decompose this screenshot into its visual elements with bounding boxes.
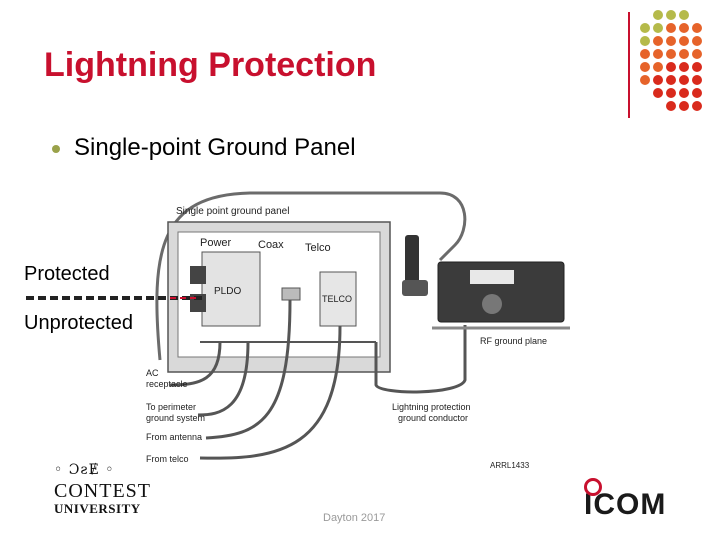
telco-from-label: From telco — [146, 454, 189, 464]
cu-logo-mark: ◦ ƆƨɆ ◦ — [54, 462, 115, 478]
panel-title-label: Single point ground panel — [176, 206, 289, 217]
decorative-dot — [666, 36, 676, 46]
decorative-dot — [653, 36, 663, 46]
power-label: Power — [200, 237, 232, 249]
decorative-dot — [679, 101, 689, 111]
unprotected-label: Unprotected — [24, 312, 133, 334]
coax-label: Coax — [258, 239, 284, 251]
lightning-label-2: ground conductor — [398, 413, 468, 423]
telco-feed — [199, 325, 342, 460]
telco-box — [319, 271, 357, 327]
protection-divider-accent — [170, 297, 196, 299]
decorative-dot — [640, 49, 650, 59]
decorative-dot — [692, 88, 702, 98]
perimeter-label-2: ground system — [146, 413, 205, 423]
decorative-dot — [653, 10, 663, 20]
decorative-dot — [653, 62, 663, 72]
radio-display — [470, 270, 514, 284]
arrl-label: ARRL1433 — [490, 461, 530, 470]
ac-label-2: receptacle — [146, 379, 188, 389]
decorative-dot — [692, 101, 702, 111]
bullet-icon — [52, 145, 60, 153]
pldo-plug-top — [190, 266, 206, 284]
perimeter-cable — [197, 341, 250, 417]
decorative-dot — [653, 75, 663, 85]
ground-panel-diagram: Single point ground panel Power Coax Tel… — [146, 191, 570, 470]
rf-ground-label: RF ground plane — [480, 336, 547, 346]
ac-label-1: AC — [146, 368, 159, 378]
ac-cable — [169, 341, 222, 387]
decorative-dot — [679, 10, 689, 20]
protected-label: Protected — [24, 263, 110, 285]
antenna-cable — [155, 191, 467, 361]
decorative-dot — [692, 36, 702, 46]
antenna-feed — [205, 299, 292, 440]
radio-icon — [437, 261, 565, 323]
icom-ring-icon — [584, 478, 602, 496]
decorative-dot — [666, 23, 676, 33]
antenna-label: From antenna — [146, 432, 202, 442]
title-divider — [628, 12, 630, 118]
decorative-dot — [692, 23, 702, 33]
phone-base — [402, 280, 428, 296]
decorative-dot — [653, 49, 663, 59]
decorative-dot — [679, 88, 689, 98]
decorative-dot — [640, 23, 650, 33]
pldo-label: PLDO — [214, 286, 241, 297]
decorative-dot — [640, 75, 650, 85]
decorative-dot — [679, 36, 689, 46]
icom-logo: ICOM — [584, 478, 666, 522]
decorative-dot — [679, 75, 689, 85]
decorative-dot — [666, 10, 676, 20]
radio-knob — [482, 294, 502, 314]
decorative-dot — [666, 101, 676, 111]
cu-contest-text: CONTEST — [54, 480, 151, 502]
decorative-dot — [692, 75, 702, 85]
decorative-dot — [653, 23, 663, 33]
lightning-label-1: Lightning protection — [392, 402, 471, 412]
decorative-dot — [653, 88, 663, 98]
coax-connector — [281, 287, 301, 301]
decorative-dot — [666, 62, 676, 72]
decorative-dot — [666, 75, 676, 85]
footer-text: Dayton 2017 — [323, 512, 386, 524]
decorative-dot — [640, 36, 650, 46]
decorative-dot — [640, 62, 650, 72]
decorative-dot — [666, 88, 676, 98]
contest-university-logo: ◦ ƆƨɆ ◦ CONTEST UNIVERSITY — [54, 462, 150, 517]
decorative-dot — [666, 49, 676, 59]
decorative-dot — [692, 62, 702, 72]
ground-conductor — [374, 325, 467, 394]
telco-label: Telco — [305, 242, 331, 254]
decorative-dot — [679, 49, 689, 59]
protection-divider — [26, 296, 202, 300]
pldo-box — [201, 251, 261, 327]
decorative-dot — [679, 23, 689, 33]
decorative-dot — [679, 62, 689, 72]
phone-icon — [405, 235, 419, 285]
bullet-text: Single-point Ground Panel — [74, 134, 356, 161]
perimeter-label-1: To perimeter — [146, 402, 196, 412]
telco-box-label: TELCO — [322, 294, 352, 304]
slide-title: Lightning Protection — [44, 46, 377, 84]
cu-university-text: UNIVERSITY — [54, 501, 141, 516]
decorative-dot — [692, 49, 702, 59]
